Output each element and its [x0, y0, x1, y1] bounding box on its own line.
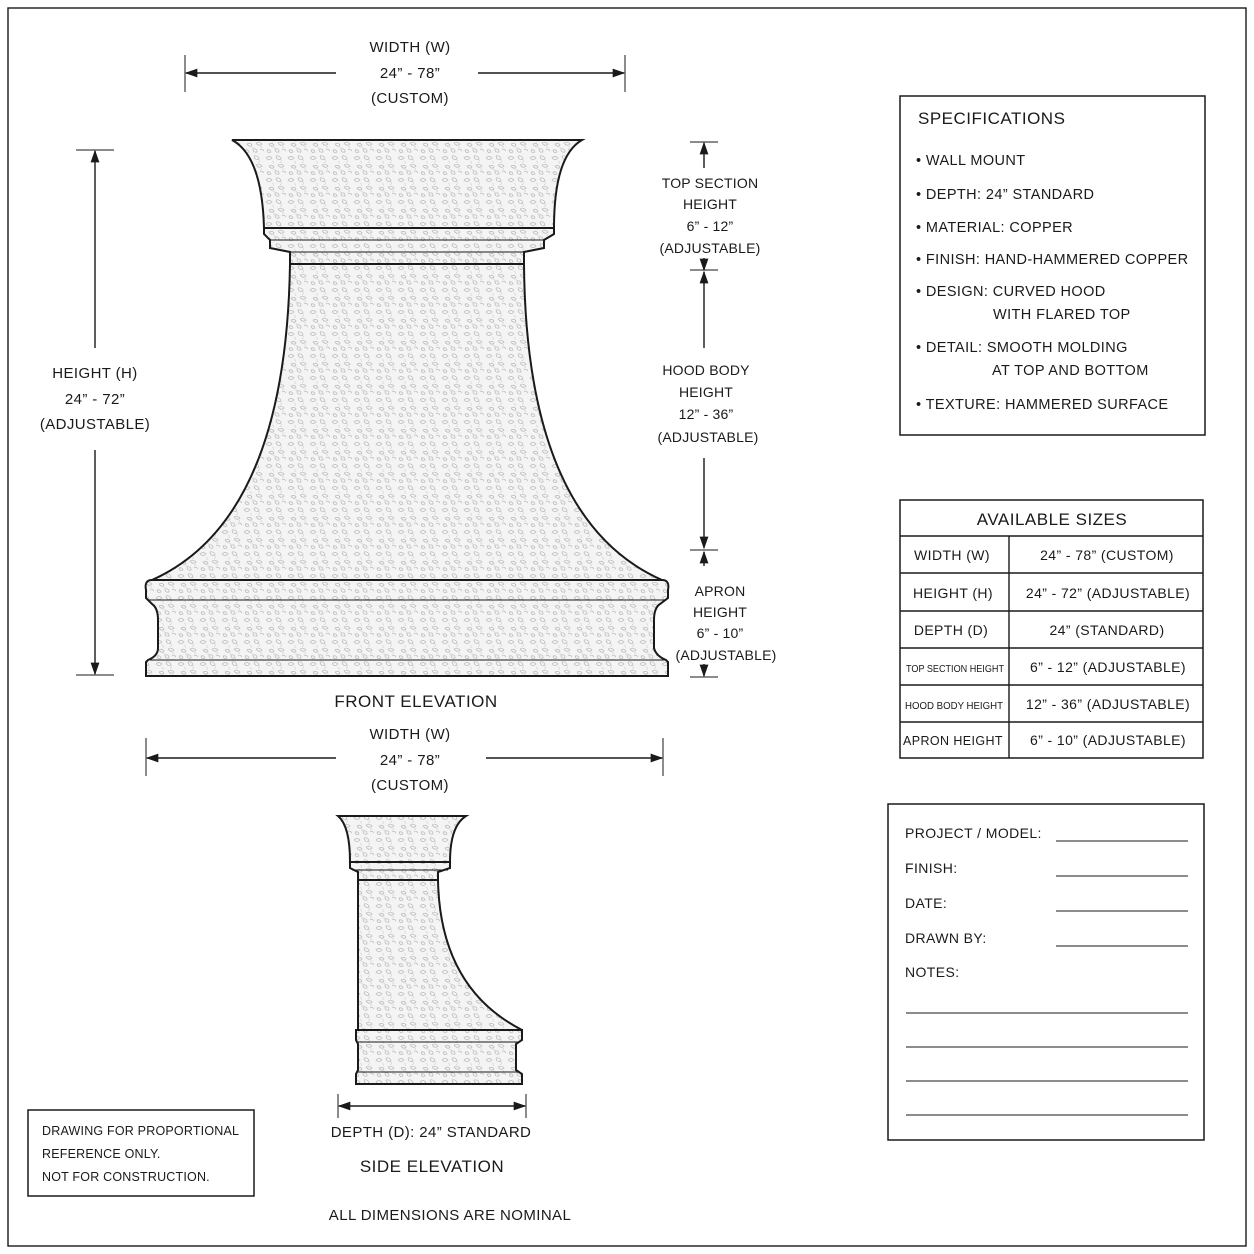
width-range: 24” - 78” [380, 65, 440, 82]
side-top-molding [349, 861, 451, 881]
width-range-2: 24” - 78” [380, 752, 440, 769]
table-row-value: 24” - 78” (CUSTOM) [1040, 547, 1174, 563]
height-range: 24” - 72” [65, 391, 125, 408]
spec-item: • DETAIL: SMOOTH MOLDING [916, 340, 1128, 356]
spec-item: • TEXTURE: HAMMERED SURFACE [916, 397, 1168, 413]
front-elevation-label: FRONT ELEVATION [334, 692, 497, 711]
table-row-value: 12” - 36” (ADJUSTABLE) [1026, 696, 1190, 712]
sheet-border [7, 7, 1247, 1247]
top-section-note: (ADJUSTABLE) [660, 240, 761, 256]
apron-label: APRON [695, 583, 746, 599]
hood-body-range: 12” - 36” [679, 406, 734, 422]
hood-body-label: HOOD BODY [662, 362, 750, 378]
width-label: WIDTH (W) [369, 39, 450, 56]
front-width-dimension-top: WIDTH (W) 24” - 78” (CUSTOM) [184, 39, 626, 107]
table-row-value: 6” - 12” (ADJUSTABLE) [1030, 659, 1186, 675]
side-top-flare [335, 815, 470, 863]
specifications-box: SPECIFICATIONS • WALL MOUNT • DEPTH: 24”… [899, 95, 1206, 436]
top-section-label: TOP SECTION [662, 175, 759, 191]
height-note: (ADJUSTABLE) [40, 416, 150, 433]
spec-item-cont: AT TOP AND BOTTOM [992, 363, 1149, 379]
spec-item: • WALL MOUNT [916, 153, 1026, 169]
side-depth-dimension: DEPTH (D): 24” STANDARD [331, 1094, 532, 1141]
side-elevation [335, 815, 523, 1085]
spec-item-cont: WITH FLARED TOP [993, 307, 1131, 323]
front-height-dimension: HEIGHT (H) 24” - 72” (ADJUSTABLE) [40, 149, 150, 676]
table-row-label: DEPTH (D) [914, 622, 988, 638]
table-row-value: 24” (STANDARD) [1049, 622, 1164, 638]
hood-body-note: (ADJUSTABLE) [658, 429, 759, 445]
disclaimer-line-2: REFERENCE ONLY. [42, 1147, 161, 1161]
top-section-range: 6” - 12” [687, 218, 734, 234]
front-elevation [144, 139, 670, 677]
apron-height-dimension: APRON HEIGHT 6” - 10” (ADJUSTABLE) [676, 550, 777, 678]
spec-item: • DEPTH: 24” STANDARD [916, 187, 1094, 203]
front-apron [144, 579, 670, 677]
side-elevation-label: SIDE ELEVATION [360, 1157, 504, 1176]
table-row-value: 6” - 10” (ADJUSTABLE) [1030, 732, 1186, 748]
finish-label: FINISH: [905, 860, 958, 876]
top-section-height-dimension: TOP SECTION HEIGHT 6” - 12” (ADJUSTABLE) [660, 141, 761, 272]
hood-body-height-dimension: HOOD BODY HEIGHT 12” - 36” (ADJUSTABLE) [658, 270, 759, 551]
depth-label: DEPTH (D): 24” STANDARD [331, 1124, 532, 1141]
table-row-label: APRON HEIGHT [903, 734, 1003, 748]
drawn-by-label: DRAWN BY: [905, 930, 987, 946]
width-note-2: (CUSTOM) [371, 777, 449, 794]
date-label: DATE: [905, 895, 947, 911]
apron-range: 6” - 10” [697, 625, 744, 641]
spec-item: • FINISH: HAND-HAMMERED COPPER [916, 252, 1188, 268]
width-label-2: WIDTH (W) [369, 726, 450, 743]
hood-body-label-2: HEIGHT [679, 384, 733, 400]
disclaimer-line-1: DRAWING FOR PROPORTIONAL [42, 1124, 239, 1138]
table-row-label: HOOD BODY HEIGHT [905, 700, 1004, 712]
notes-label: NOTES: [905, 964, 960, 980]
front-top-flare [231, 139, 586, 229]
disclaimer-line-3: NOT FOR CONSTRUCTION. [42, 1170, 210, 1184]
disclaimer-box: DRAWING FOR PROPORTIONAL REFERENCE ONLY.… [27, 1109, 255, 1197]
available-sizes-title: AVAILABLE SIZES [977, 510, 1128, 529]
height-label: HEIGHT (H) [52, 365, 137, 382]
front-top-molding [263, 227, 555, 265]
apron-note: (ADJUSTABLE) [676, 647, 777, 663]
footer-note: ALL DIMENSIONS ARE NOMINAL [329, 1207, 571, 1224]
table-row-label: HEIGHT (H) [913, 585, 993, 601]
table-row-label: TOP SECTION HEIGHT [906, 663, 1004, 675]
front-hood-body [151, 263, 663, 581]
spec-item: • MATERIAL: COPPER [916, 220, 1073, 236]
project-model-label: PROJECT / MODEL: [905, 825, 1042, 841]
table-row-value: 24” - 72” (ADJUSTABLE) [1026, 585, 1190, 601]
title-block: PROJECT / MODEL: FINISH: DATE: DRAWN BY:… [887, 803, 1205, 1141]
available-sizes-table: AVAILABLE SIZES WIDTH (W) 24” - 78” (CUS… [899, 499, 1204, 759]
side-apron [355, 1029, 523, 1085]
table-row-label: WIDTH (W) [914, 547, 990, 563]
specifications-title: SPECIFICATIONS [918, 109, 1065, 128]
front-width-dimension-bottom: WIDTH (W) 24” - 78” (CUSTOM) [145, 726, 664, 794]
top-section-label-2: HEIGHT [683, 196, 737, 212]
spec-item: • DESIGN: CURVED HOOD [916, 284, 1106, 300]
apron-label-2: HEIGHT [693, 604, 747, 620]
width-note: (CUSTOM) [371, 90, 449, 107]
side-hood-body [357, 879, 523, 1031]
